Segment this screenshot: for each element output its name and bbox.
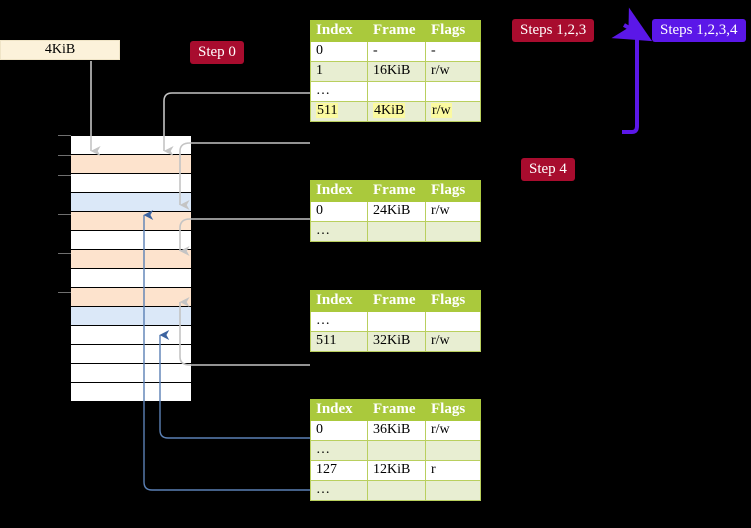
cell-index: 1 [310,61,368,82]
cell-frame: 12KiB [367,460,426,481]
column-header-frame: Frame [367,20,426,42]
cell-frame [367,440,426,461]
cell-flags: r/w [425,331,481,352]
cell-index: 511 [310,101,368,122]
table-row: … [310,311,481,332]
table-row: … [310,440,481,461]
memory-frame-row [71,345,191,364]
cell-frame [367,311,426,332]
column-header-frame: Frame [367,180,426,202]
column-header-flags: Flags [425,180,481,202]
badge-step-0: Step 0 [190,41,244,64]
cell-index: … [310,480,368,501]
column-header-index: Index [310,399,368,421]
column-header-flags: Flags [425,20,481,42]
cell-index: 127 [310,460,368,481]
cell-index: … [310,81,368,102]
column-header-flags: Flags [425,290,481,312]
memory-tick-mark [58,155,71,156]
cell-flags: r/w [425,201,481,222]
cell-flags [425,440,481,461]
highlighted-value: 4KiB [373,103,406,118]
memory-tick-mark [58,214,71,215]
memory-tick-mark [58,135,71,136]
badge-step-4: Step 4 [521,158,575,181]
cell-flags [425,81,481,102]
cell-flags: - [425,41,481,62]
cell-frame: 32KiB [367,331,426,352]
cell-flags: r/w [425,420,481,441]
cell-index: 0 [310,41,368,62]
physical-memory-column [70,135,192,402]
cell-frame [367,221,426,242]
cell-frame [367,480,426,501]
cell-flags: r/w [425,61,481,82]
memory-frame-row [71,155,191,174]
cell-flags [425,311,481,332]
memory-frame-row [71,212,191,231]
table-row: 0-- [310,41,481,62]
memory-frame-row [71,326,191,345]
cell-flags: r/w [425,101,481,122]
cell-index: … [310,311,368,332]
cell-index: 0 [310,420,368,441]
cell-frame: 4KiB [367,101,426,122]
memory-frame-row [71,174,191,193]
cell-flags [425,480,481,501]
badge-steps-1-2-3: Steps 1,2,3 [512,19,595,42]
cell-flags [425,221,481,242]
table-row: … [310,81,481,102]
badge-steps-1-2-3-4: Steps 1,2,3,4 [652,19,746,42]
frame-size-box: 4KiB [0,40,120,60]
memory-tick-mark [58,292,71,293]
table-row: … [310,221,481,242]
cell-frame: 16KiB [367,61,426,82]
highlighted-value: r/w [431,103,452,118]
memory-tick-mark [58,253,71,254]
cell-frame: 36KiB [367,420,426,441]
memory-frame-row [71,231,191,250]
memory-frame-row [71,307,191,326]
cell-index: 511 [310,331,368,352]
memory-frame-row [71,193,191,212]
column-header-frame: Frame [367,399,426,421]
cell-frame: - [367,41,426,62]
memory-frame-row [71,250,191,269]
memory-frame-row [71,269,191,288]
memory-frame-row [71,364,191,383]
cell-frame: 24KiB [367,201,426,222]
table-row: … [310,480,481,501]
cell-index: … [310,440,368,461]
memory-tick-mark [58,175,71,176]
highlighted-value: 511 [316,103,339,118]
memory-frame-row [71,136,191,155]
column-header-frame: Frame [367,290,426,312]
cell-index: 0 [310,201,368,222]
column-header-flags: Flags [425,399,481,421]
table-row: 511 4KiB r/w [310,101,481,122]
column-header-index: Index [310,290,368,312]
memory-frame-row [71,383,191,402]
memory-frame-row [71,288,191,307]
cell-index: … [310,221,368,242]
column-header-index: Index [310,20,368,42]
cell-frame [367,81,426,102]
column-header-index: Index [310,180,368,202]
cell-flags: r [425,460,481,481]
